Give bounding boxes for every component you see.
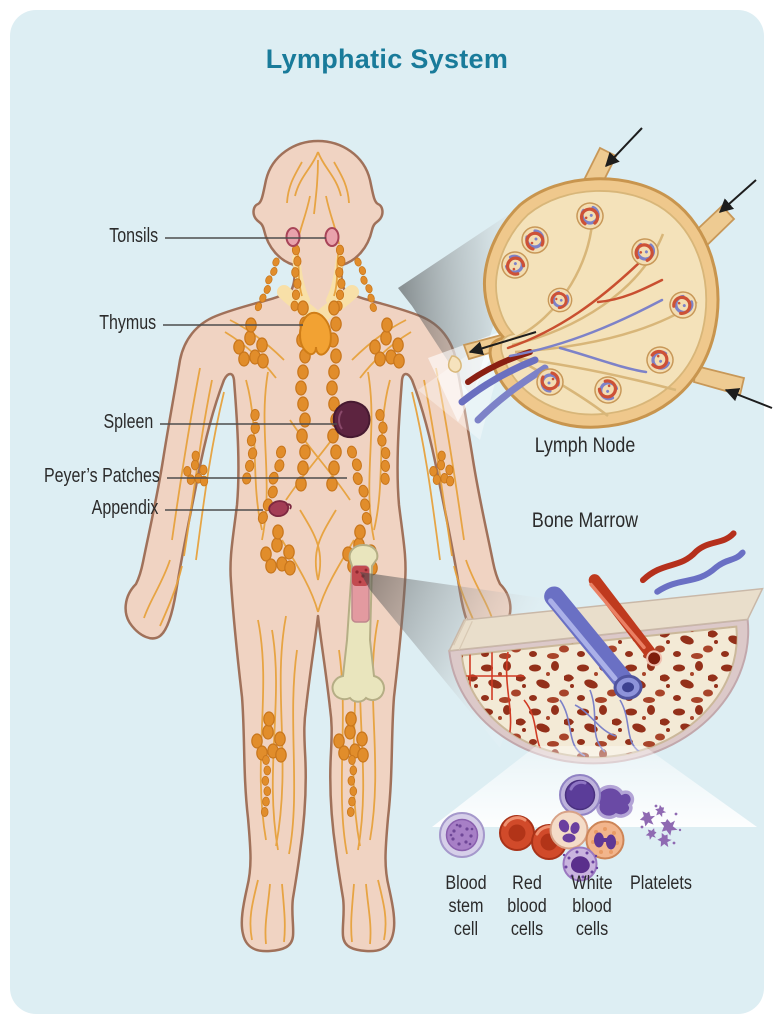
- tonsils: [285, 227, 340, 247]
- blood-cells-row: [439, 774, 682, 883]
- label-blood-stem-cell: Blood stem cell: [445, 873, 487, 941]
- afferent-arrow-icon: [718, 179, 757, 213]
- human-body-figure: [124, 139, 512, 953]
- lymph-node-inset: [418, 127, 773, 440]
- lymph-flow-arrows: [468, 127, 773, 409]
- label-lines: [160, 237, 347, 511]
- appendix: [268, 500, 292, 518]
- label-red-blood-cells: Red blood cells: [507, 873, 547, 941]
- red-blood-cells: [499, 815, 567, 860]
- label-appendix: Appendix: [91, 497, 158, 519]
- thymus: [299, 311, 332, 356]
- label-lymph-node: Lymph Node: [534, 434, 636, 457]
- label-thymus: Thymus: [99, 312, 156, 334]
- label-peyers-patches: Peyer’s Patches: [44, 465, 160, 487]
- bone-marrow-inset: [447, 530, 764, 771]
- label-spleen: Spleen: [103, 411, 153, 433]
- spleen: [332, 400, 371, 438]
- blood-stem-cell: [439, 812, 485, 858]
- page-title: Lymphatic System: [265, 44, 509, 74]
- efferent-arrow-icon: [468, 331, 537, 356]
- afferent-arrow-icon: [724, 388, 773, 409]
- lymph-droplet: [447, 355, 462, 373]
- marrow-vessels: [544, 530, 746, 700]
- label-platelets: Platelets: [630, 873, 692, 894]
- platelets: [638, 803, 682, 850]
- label-white-blood-cells: White blood cells: [571, 873, 613, 941]
- afferent-arrow-icon: [605, 127, 643, 168]
- white-blood-cells: [549, 774, 635, 883]
- label-tonsils: Tonsils: [109, 225, 158, 247]
- label-bone-marrow: Bone Marrow: [531, 509, 639, 532]
- hilum-vessels: [458, 260, 664, 424]
